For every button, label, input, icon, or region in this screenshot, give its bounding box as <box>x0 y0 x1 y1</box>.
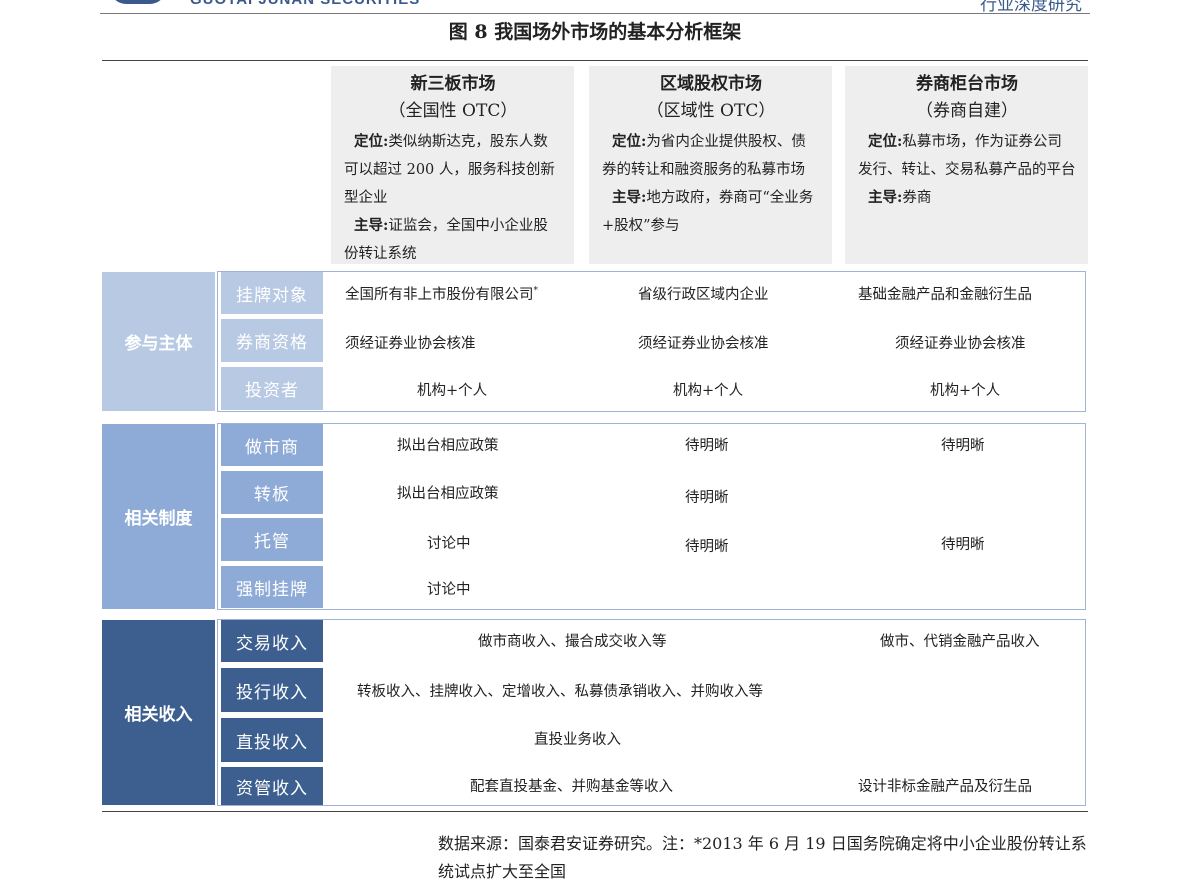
row-label-mandatory-listing: 强制挂牌 <box>221 566 323 608</box>
row-label-asset-mgmt-revenue: 资管收入 <box>221 767 323 805</box>
cell-custody-regional: 待明晰 <box>685 539 729 555</box>
figure-title: 图 8 我国场外市场的基本分析框架 <box>448 21 742 43</box>
market-box-broker-otc: 券商柜台市场 （券商自建） 定位:私募市场，作为证券公司发行、转让、交易私募产品… <box>845 66 1088 264</box>
row-label-ib-revenue: 投行收入 <box>221 668 323 712</box>
cell-investors-neeq: 机构+个人 <box>417 383 488 399</box>
group-label-revenue: 相关收入 <box>102 620 215 805</box>
cell-listing-regional: 省级行政区域内企业 <box>638 287 769 303</box>
market-kind: （券商自建） <box>916 101 1018 121</box>
cell-market-maker-broker: 待明晰 <box>941 438 985 454</box>
cell-asset-mgmt-revenue-shared: 配套直投基金、并购基金等收入 <box>470 779 673 795</box>
row-label-listing-target: 挂牌对象 <box>221 272 323 314</box>
group-panel-institutions <box>217 423 1086 610</box>
row-label-custody: 托管 <box>221 518 323 561</box>
cell-board-transfer-regional: 待明晰 <box>685 490 729 506</box>
company-logo-icon <box>110 0 166 4</box>
cell-trading-revenue-broker: 做市、代销金融产品收入 <box>880 634 1040 650</box>
group-label-institutions: 相关制度 <box>102 424 215 609</box>
cell-mandatory-listing-neeq: 讨论中 <box>427 582 471 598</box>
market-name: 新三板市场 <box>410 74 496 94</box>
header-divider <box>100 13 1090 14</box>
cell-listing-neeq: 全国所有非上市股份有限公司* <box>345 286 539 303</box>
company-name: GUOTAI JUNAN SECURITIES <box>190 0 420 8</box>
cell-ib-revenue-shared: 转板收入、挂牌收入、定增收入、私募债承销收入、并购收入等 <box>357 684 763 700</box>
market-position: 定位:为省内企业提供股权、债券的转让和融资服务的私募市场 <box>602 133 806 178</box>
row-label-investors: 投资者 <box>221 367 323 410</box>
cell-listing-broker: 基础金融产品和金融衍生品 <box>858 287 1032 303</box>
cell-qualification-regional: 须经证券业协会核准 <box>638 336 769 352</box>
cell-board-transfer-neeq: 拟出台相应政策 <box>397 486 499 502</box>
group-panel-revenue <box>217 619 1086 806</box>
row-label-board-transfer: 转板 <box>221 471 323 514</box>
market-position: 定位:类似纳斯达克，股东人数可以超过 200 人，服务科技创新型企业 <box>344 133 555 206</box>
cell-custody-neeq: 讨论中 <box>427 536 471 552</box>
cell-qualification-neeq: 须经证券业协会核准 <box>345 336 476 352</box>
market-name: 区域股权市场 <box>660 74 762 94</box>
market-kind: （全国性 OTC） <box>388 101 518 121</box>
cell-qualification-broker: 须经证券业协会核准 <box>895 336 1026 352</box>
cell-asset-mgmt-revenue-broker: 设计非标金融产品及衍生品 <box>858 779 1032 795</box>
group-label-participants: 参与主体 <box>102 272 215 411</box>
market-lead: 主导:证监会，全国中小企业股份转让系统 <box>344 217 548 262</box>
row-label-market-maker: 做市商 <box>221 424 323 466</box>
row-label-broker-qualification: 券商资格 <box>221 319 323 362</box>
bottom-divider <box>102 811 1088 812</box>
market-box-neeq: 新三板市场 （全国性 OTC） 定位:类似纳斯达克，股东人数可以超过 200 人… <box>331 66 574 264</box>
footnote-mark: * <box>533 286 539 297</box>
cell-trading-revenue-shared: 做市商收入、撮合成交收入等 <box>478 634 667 650</box>
cell-market-maker-regional: 待明晰 <box>685 438 729 454</box>
group-panel-participants <box>217 271 1086 412</box>
cell-investors-broker: 机构+个人 <box>930 383 1001 399</box>
row-label-direct-investment-revenue: 直投收入 <box>221 718 323 762</box>
market-box-regional: 区域股权市场 （区域性 OTC） 定位:为省内企业提供股权、债券的转让和融资服务… <box>589 66 832 264</box>
report-type: 行业深度研究 <box>980 0 1082 15</box>
market-lead: 主导:地方政府，券商可“全业务+股权”参与 <box>602 189 814 234</box>
footnote: 数据来源：国泰君安证券研究。注：*2013 年 6 月 19 日国务院确定将中小… <box>438 834 1087 881</box>
market-kind: （区域性 OTC） <box>646 101 776 121</box>
market-name: 券商柜台市场 <box>916 74 1018 94</box>
market-lead: 主导:券商 <box>868 189 932 206</box>
cell-market-maker-neeq: 拟出台相应政策 <box>397 438 499 454</box>
cell-investors-regional: 机构+个人 <box>673 383 744 399</box>
title-divider <box>102 60 1088 61</box>
cell-custody-broker: 待明晰 <box>941 537 985 553</box>
cell-direct-investment-revenue-shared: 直投业务收入 <box>534 732 621 748</box>
market-position: 定位:私募市场，作为证券公司发行、转让、交易私募产品的平台 <box>858 133 1076 178</box>
row-label-trading-revenue: 交易收入 <box>221 620 323 662</box>
